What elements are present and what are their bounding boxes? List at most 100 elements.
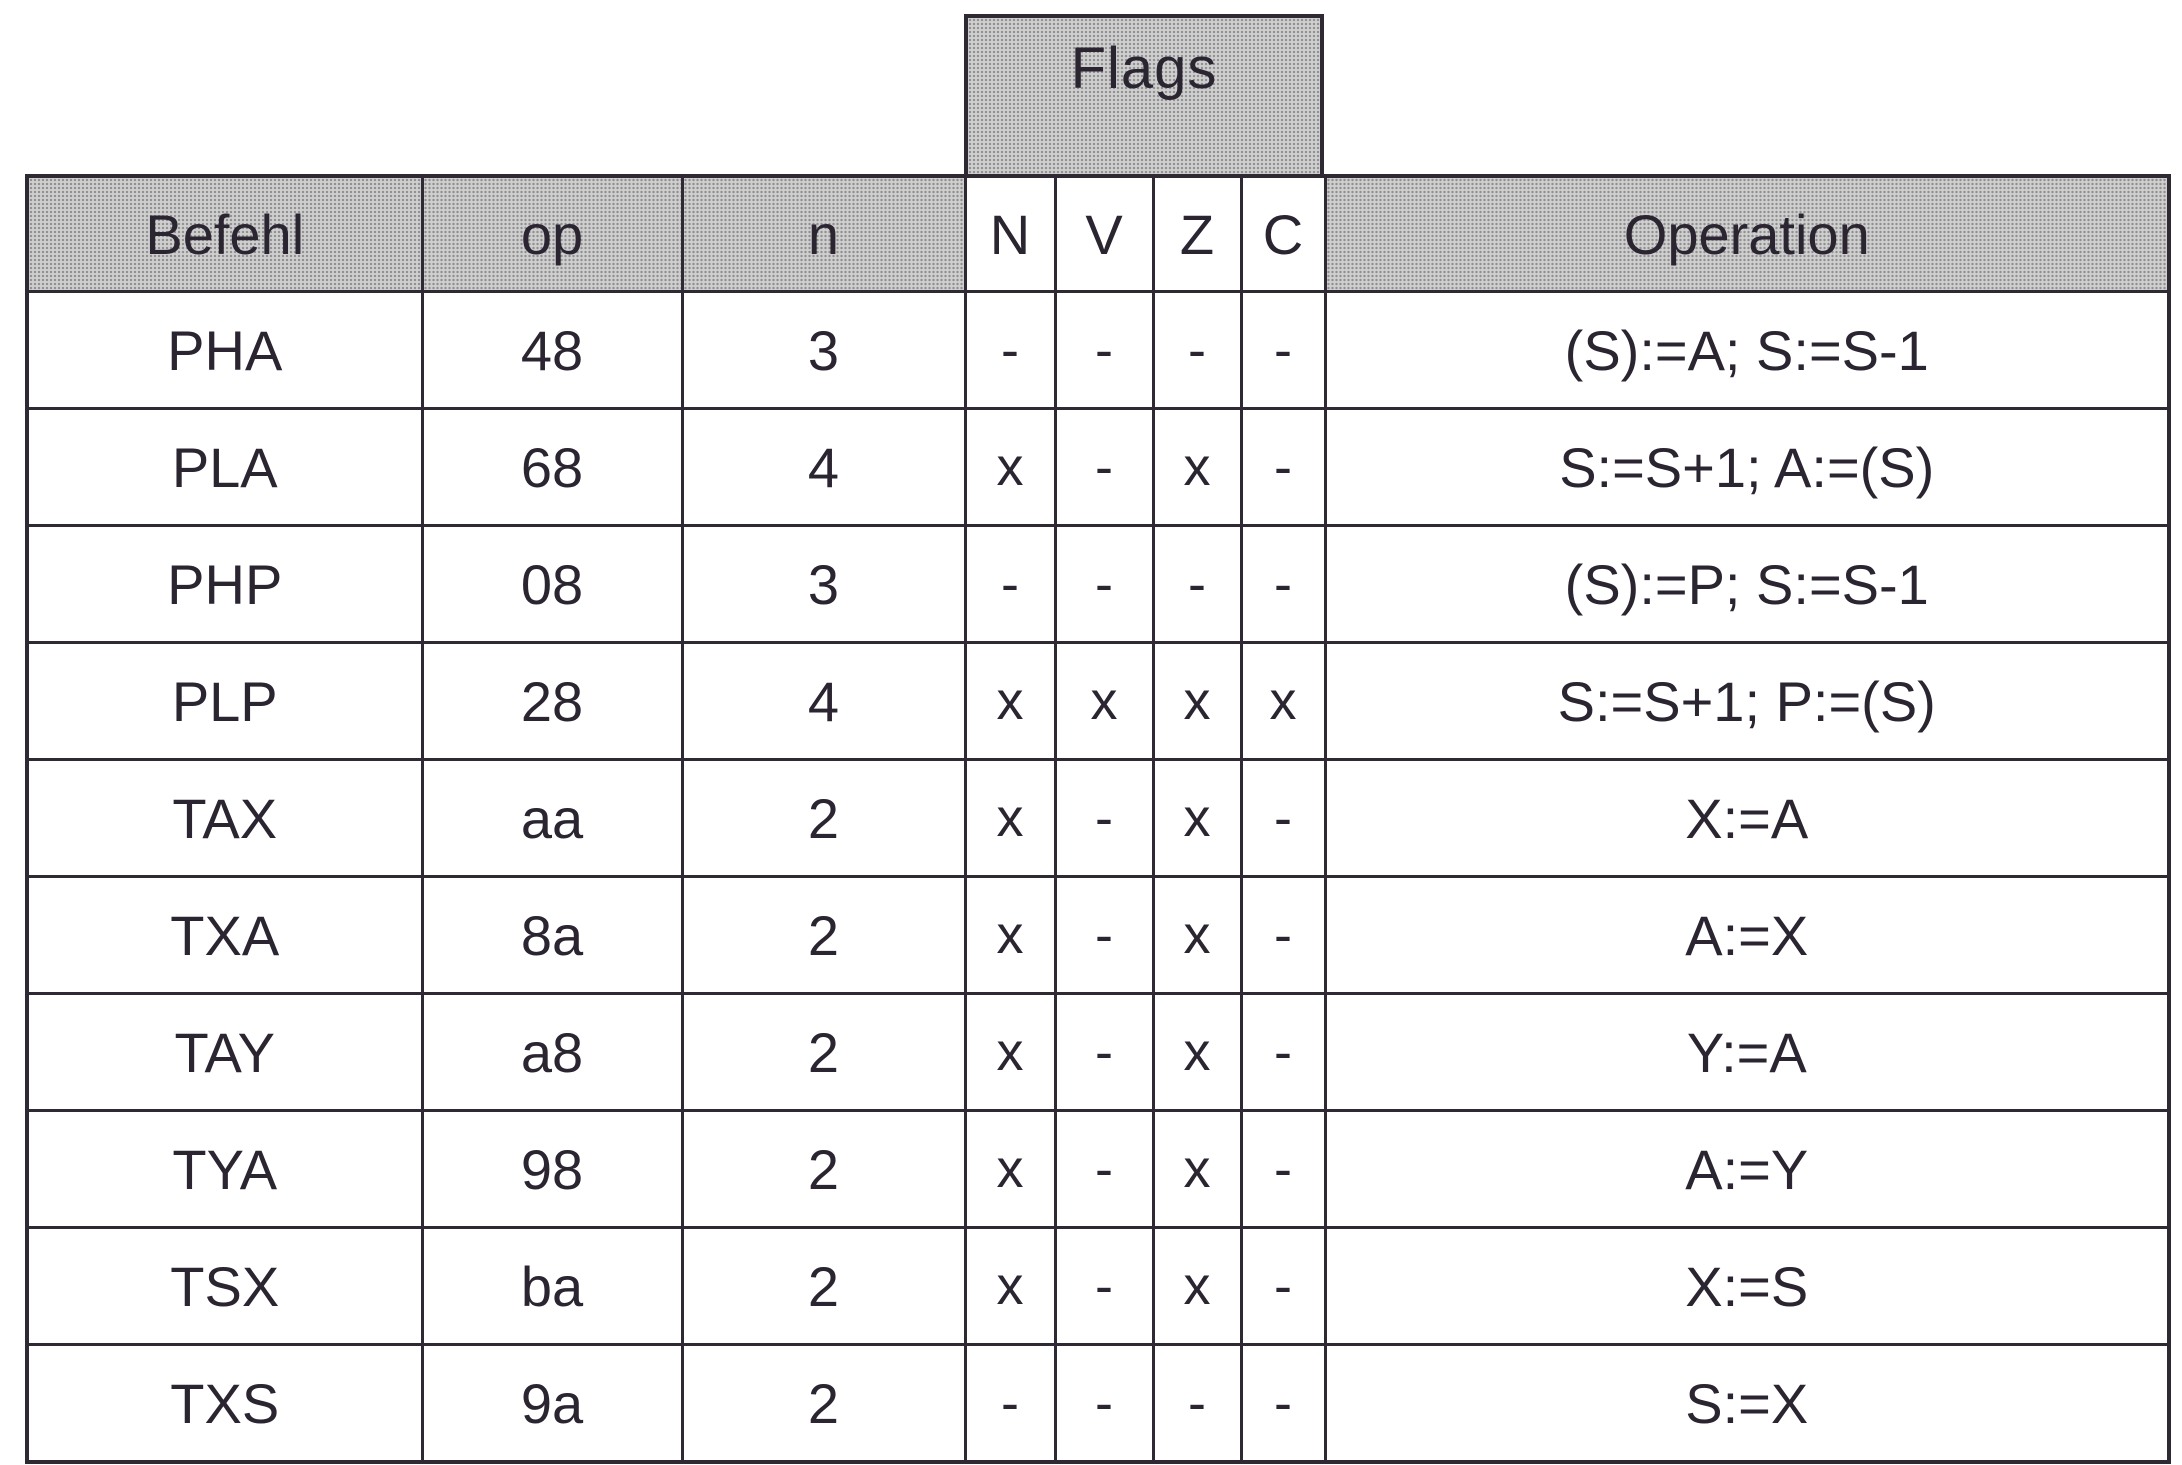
cell-operation: S:=S+1; P:=(S) <box>1323 641 2171 761</box>
cell-flag-c: x <box>1239 641 1327 761</box>
cell-flag-c: - <box>1239 524 1327 644</box>
cell-flag-c: - <box>1239 875 1327 995</box>
cell-flag-z: x <box>1151 1226 1243 1346</box>
cell-n: 2 <box>680 992 967 1112</box>
cell-n: 2 <box>680 1343 967 1464</box>
cell-flag-n: - <box>963 1343 1057 1464</box>
cell-flag-v: - <box>1053 1343 1155 1464</box>
cell-befehl: TAX <box>25 758 424 878</box>
cell-befehl: PHA <box>25 290 424 410</box>
cell-flag-v: x <box>1053 641 1155 761</box>
cell-flag-z: - <box>1151 1343 1243 1464</box>
cell-flag-v: - <box>1053 524 1155 644</box>
table-row: PHP 08 3 - - - - (S):=P; S:=S-1 <box>25 524 2171 644</box>
cell-flag-v: - <box>1053 875 1155 995</box>
cell-flag-v: - <box>1053 1226 1155 1346</box>
cell-op: 68 <box>420 407 684 527</box>
cell-op: 98 <box>420 1109 684 1229</box>
cell-flag-c: - <box>1239 758 1327 878</box>
header-flag-v: V <box>1053 174 1155 293</box>
cell-operation: X:=A <box>1323 758 2171 878</box>
cell-n: 2 <box>680 1226 967 1346</box>
cell-flag-v: - <box>1053 758 1155 878</box>
cell-flag-z: - <box>1151 524 1243 644</box>
cell-befehl: PLP <box>25 641 424 761</box>
cell-flag-n: x <box>963 1226 1057 1346</box>
cell-n: 2 <box>680 1109 967 1229</box>
cell-befehl: TXA <box>25 875 424 995</box>
cell-flag-n: x <box>963 875 1057 995</box>
header-flag-z: Z <box>1151 174 1243 293</box>
cell-op: ba <box>420 1226 684 1346</box>
cell-operation: (S):=A; S:=S-1 <box>1323 290 2171 410</box>
table-row: PLP 28 4 x x x x S:=S+1; P:=(S) <box>25 641 2171 761</box>
cell-befehl: PHP <box>25 524 424 644</box>
table-row: TYA 98 2 x - x - A:=Y <box>25 1109 2171 1229</box>
header-op: op <box>420 174 684 293</box>
header-flag-n: N <box>963 174 1057 293</box>
cell-flag-n: - <box>963 290 1057 410</box>
cell-n: 4 <box>680 407 967 527</box>
cell-flag-n: x <box>963 758 1057 878</box>
cell-befehl: TYA <box>25 1109 424 1229</box>
cell-op: 8a <box>420 875 684 995</box>
cell-operation: (S):=P; S:=S-1 <box>1323 524 2171 644</box>
cell-flag-n: x <box>963 641 1057 761</box>
cell-flag-c: - <box>1239 290 1327 410</box>
table-row: TAX aa 2 x - x - X:=A <box>25 758 2171 878</box>
cell-flag-n: x <box>963 992 1057 1112</box>
cell-flag-z: x <box>1151 641 1243 761</box>
cell-flag-z: - <box>1151 290 1243 410</box>
header-flag-c: C <box>1239 174 1327 293</box>
cell-flag-z: x <box>1151 992 1243 1112</box>
table-row: PLA 68 4 x - x - S:=S+1; A:=(S) <box>25 407 2171 527</box>
header-n: n <box>680 174 967 293</box>
cell-befehl: TXS <box>25 1343 424 1464</box>
table-row: PHA 48 3 - - - - (S):=A; S:=S-1 <box>25 290 2171 410</box>
cell-op: 48 <box>420 290 684 410</box>
instruction-table: Befehl op n N V Z C Operation PHA 48 3 -… <box>25 174 2171 1464</box>
cell-op: 28 <box>420 641 684 761</box>
cell-n: 4 <box>680 641 967 761</box>
cell-flag-z: x <box>1151 875 1243 995</box>
cell-flag-z: x <box>1151 407 1243 527</box>
cell-operation: S:=S+1; A:=(S) <box>1323 407 2171 527</box>
table-row: TAY a8 2 x - x - Y:=A <box>25 992 2171 1112</box>
cell-flag-c: - <box>1239 992 1327 1112</box>
cell-flag-z: x <box>1151 1109 1243 1229</box>
cell-flag-v: - <box>1053 407 1155 527</box>
cell-operation: A:=X <box>1323 875 2171 995</box>
table-row: TXA 8a 2 x - x - A:=X <box>25 875 2171 995</box>
cell-n: 2 <box>680 875 967 995</box>
cell-op: 08 <box>420 524 684 644</box>
header-operation: Operation <box>1323 174 2171 293</box>
cell-flag-c: - <box>1239 1343 1327 1464</box>
cell-flag-c: - <box>1239 407 1327 527</box>
cell-flag-n: x <box>963 1109 1057 1229</box>
cell-n: 3 <box>680 524 967 644</box>
cell-befehl: TSX <box>25 1226 424 1346</box>
cell-flag-c: - <box>1239 1109 1327 1229</box>
cell-flag-v: - <box>1053 992 1155 1112</box>
cell-befehl: PLA <box>25 407 424 527</box>
cell-flag-v: - <box>1053 290 1155 410</box>
cell-flag-n: - <box>963 524 1057 644</box>
flags-label: Flags <box>1070 36 1218 101</box>
cell-operation: Y:=A <box>1323 992 2171 1112</box>
table-row: TXS 9a 2 - - - - S:=X <box>25 1343 2171 1464</box>
cell-flag-c: - <box>1239 1226 1327 1346</box>
cell-n: 3 <box>680 290 967 410</box>
cell-operation: A:=Y <box>1323 1109 2171 1229</box>
cell-flag-n: x <box>963 407 1057 527</box>
cell-n: 2 <box>680 758 967 878</box>
cell-befehl: TAY <box>25 992 424 1112</box>
cell-operation: X:=S <box>1323 1226 2171 1346</box>
header-befehl: Befehl <box>25 174 424 293</box>
cell-operation: S:=X <box>1323 1343 2171 1464</box>
table-row: TSX ba 2 x - x - X:=S <box>25 1226 2171 1346</box>
header-row: Befehl op n N V Z C Operation <box>25 174 2171 293</box>
cell-op: 9a <box>420 1343 684 1464</box>
cell-flag-z: x <box>1151 758 1243 878</box>
cell-op: aa <box>420 758 684 878</box>
flags-group-header: Flags <box>964 14 1324 174</box>
